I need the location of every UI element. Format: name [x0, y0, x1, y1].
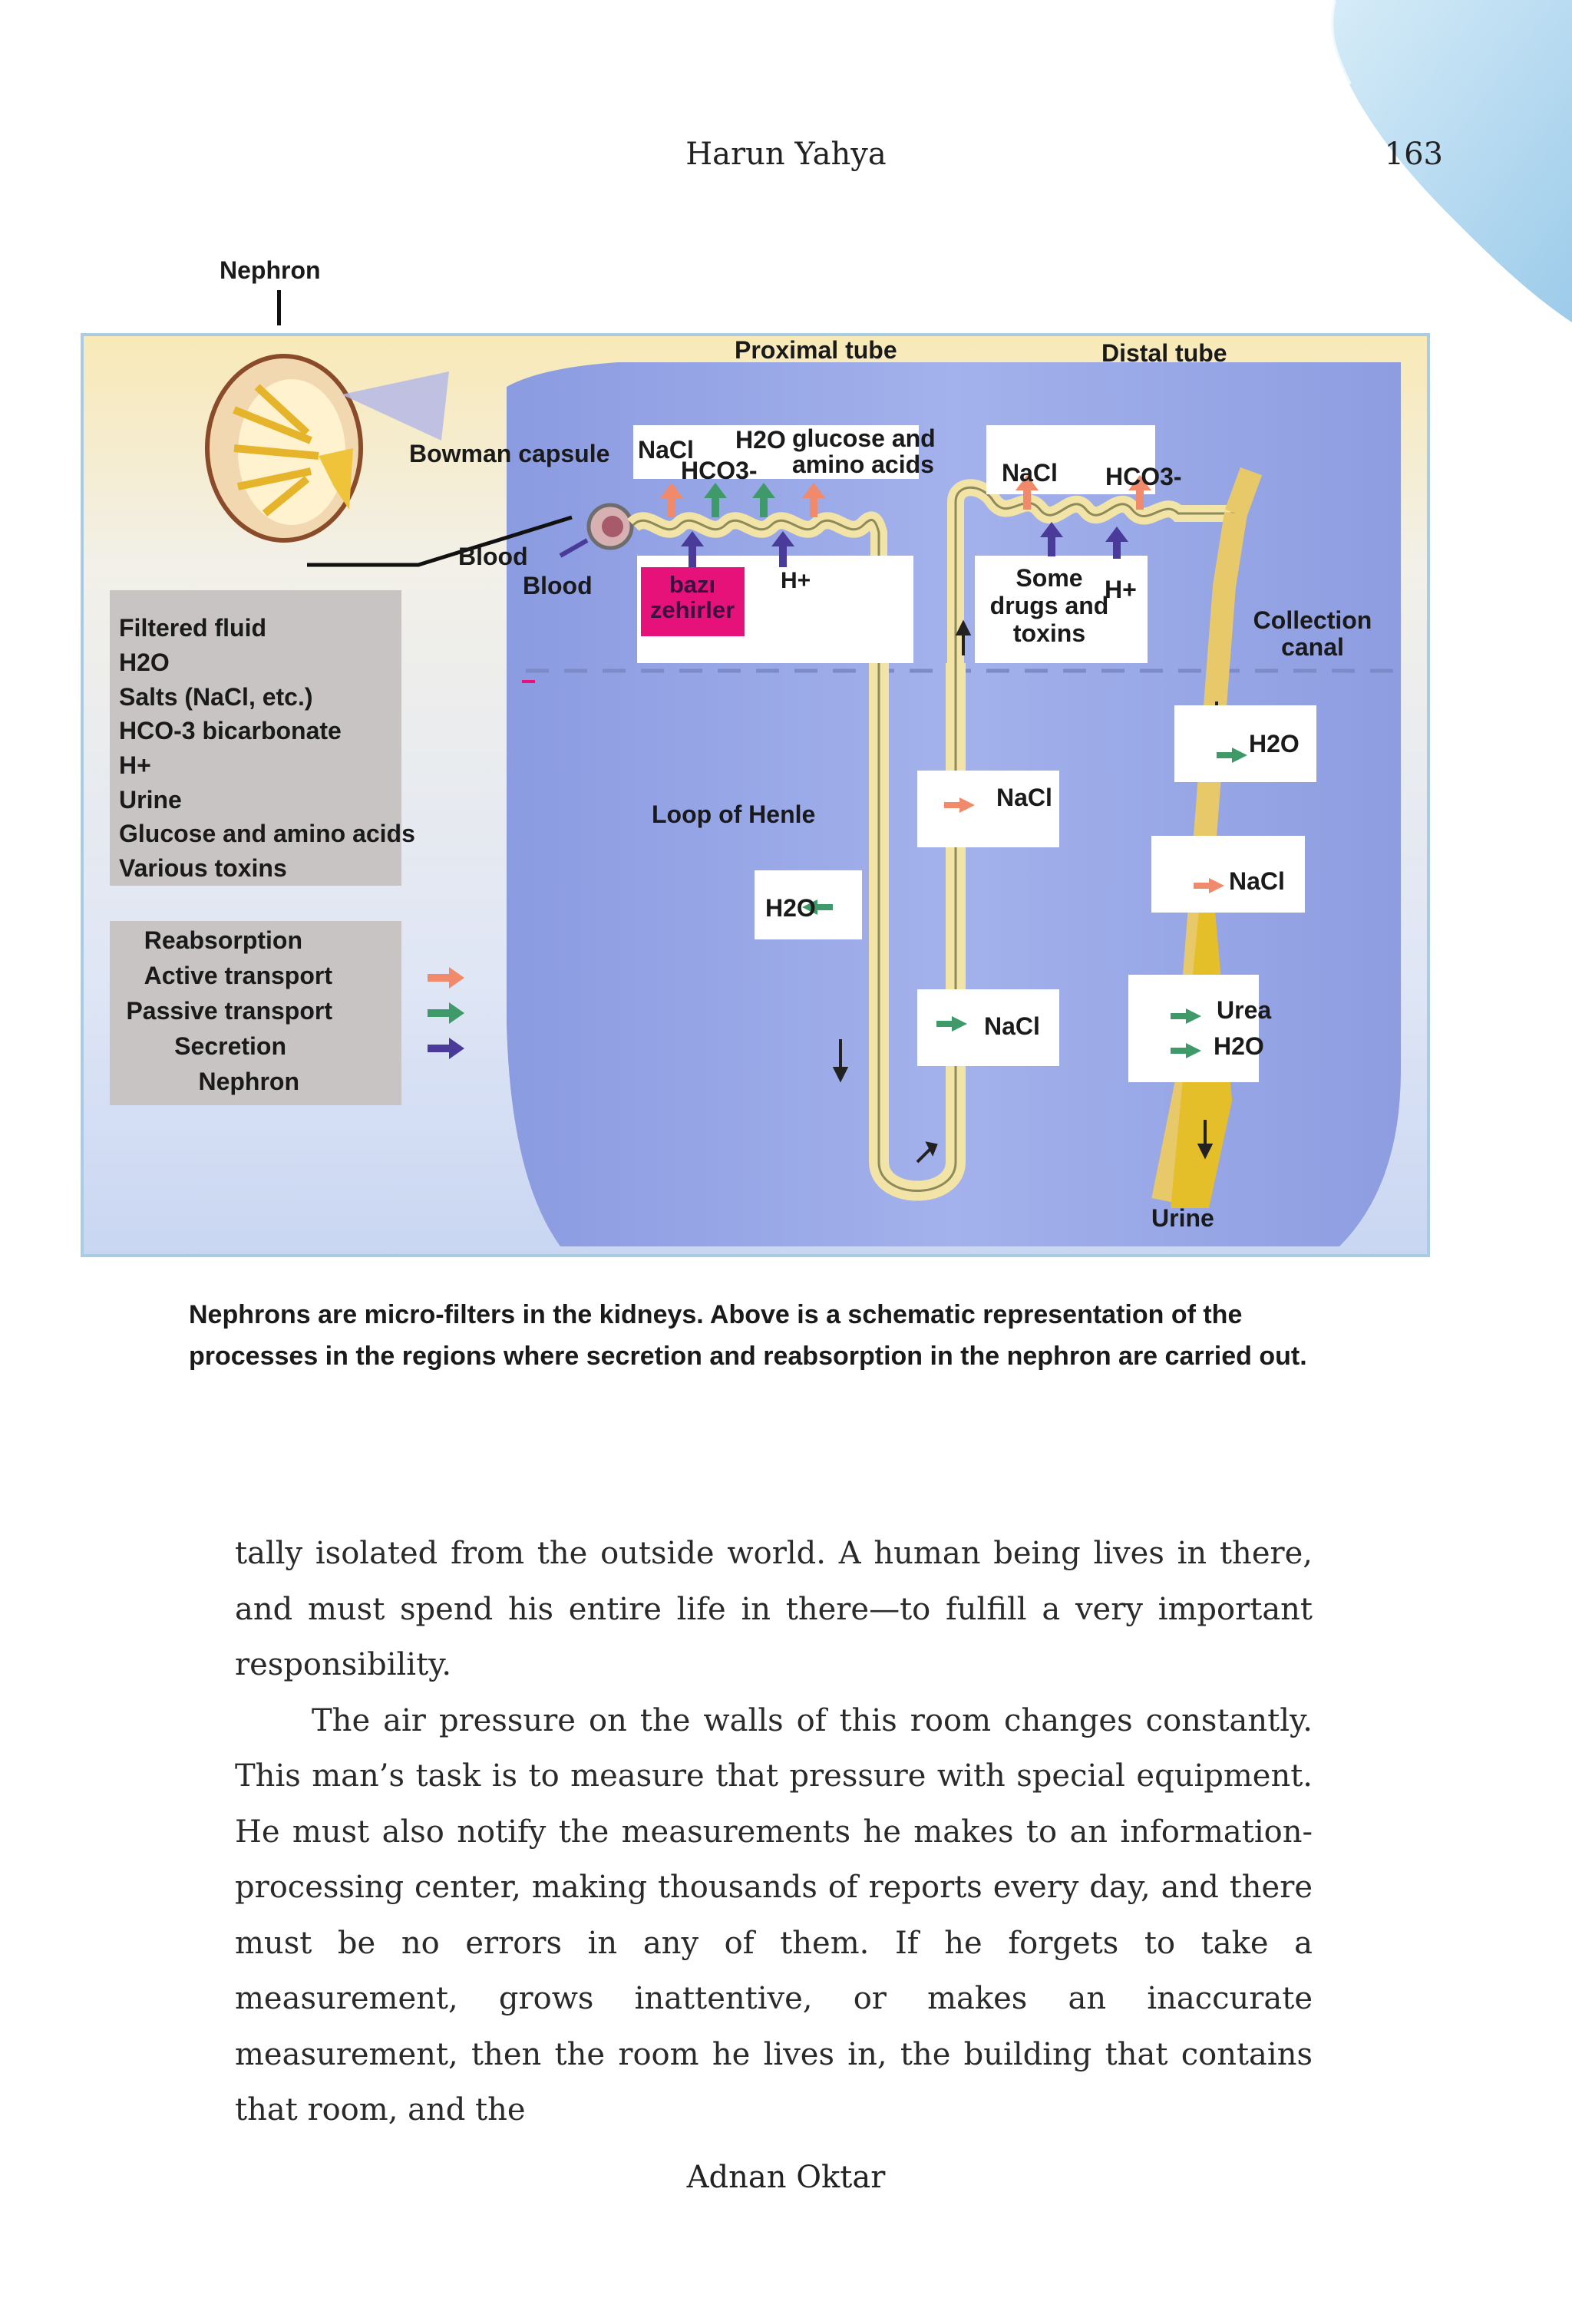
- legend-swatches: [428, 967, 464, 1059]
- legend-passive-transport: Passive transport: [126, 997, 332, 1025]
- proximal-arrows: [660, 483, 825, 567]
- distal-arrows: [1016, 475, 1151, 559]
- toxin-label-1: bazı: [669, 571, 715, 598]
- duct-urea-label: Urea: [1217, 996, 1271, 1024]
- duct-nacl-panel: [1151, 836, 1305, 913]
- distal-tube-label: Distal tube: [1101, 339, 1227, 367]
- proximal-hco3-label: HCO3-: [681, 457, 758, 484]
- bowman-capsule-shape: [559, 503, 634, 558]
- legend-fluid-item: Salts (NaCl, etc.): [119, 683, 313, 711]
- duct-h2o-label-2: H2O: [1214, 1032, 1264, 1060]
- legend-fluid-item: Filtered fluid: [119, 614, 266, 642]
- proximal-nacl-label: NaCl: [638, 436, 694, 464]
- distal-lower-panel: [975, 556, 1148, 663]
- corner-decoration: [1329, 0, 1572, 322]
- loop-nacl-label-2: NaCl: [984, 1012, 1040, 1040]
- legend-fluid-panel: [110, 590, 401, 886]
- legend-fluid-item: HCO-3 bicarbonate: [119, 717, 342, 744]
- distal-drugs-label-3: toxins: [1013, 619, 1085, 647]
- duct-urea-panel: [1128, 975, 1259, 1082]
- legend-reabsorption: Reabsorption: [144, 926, 302, 954]
- duct-nacl-label: NaCl: [1229, 867, 1285, 895]
- legend-nephron: Nephron: [198, 1068, 299, 1095]
- figure-caption: Nephrons are micro-filters in the kidney…: [189, 1300, 1307, 1371]
- distal-upper-panel: [986, 425, 1155, 494]
- bowman-pointer-line: [307, 515, 573, 567]
- running-footer-name: Adnan Oktar: [686, 2160, 886, 2195]
- proximal-h2o-label: H2O: [735, 426, 786, 454]
- duct-h2o-panel: [1174, 705, 1316, 782]
- legend-active-transport: Active transport: [144, 962, 333, 989]
- legend-fluid-item: H2O: [119, 649, 170, 676]
- blood-label-2: Blood: [523, 572, 593, 599]
- bowman-capsule-label: Bowman capsule: [409, 440, 609, 467]
- body-text: tally isolated from the outside world. A…: [235, 1526, 1313, 2138]
- distal-drugs-label-2: drugs and: [990, 592, 1109, 619]
- distal-drugs-label-1: Some: [1016, 564, 1082, 592]
- body-paragraph: tally isolated from the outside world. A…: [235, 1536, 1313, 1682]
- loop-h2o-label: H2O: [765, 894, 816, 922]
- proximal-h-plus-label: H+: [781, 568, 811, 593]
- proximal-glucose-label-2: amino acids: [792, 451, 934, 478]
- nephron-figure: Proximal tube Distal tube Bowman capsule…: [81, 333, 1430, 1257]
- distal-h-plus-label: H+: [1105, 576, 1137, 603]
- distal-hco3-label: HCO3-: [1105, 463, 1182, 490]
- loop-nacl-panel-1: [917, 771, 1059, 847]
- nephron-pointer: [277, 290, 281, 325]
- legend-fluid-item: H+: [119, 751, 151, 779]
- legend-secretion: Secretion: [174, 1032, 286, 1060]
- proximal-tube-label: Proximal tube: [735, 336, 897, 364]
- toxin-box: [641, 567, 745, 636]
- running-header-author: Harun Yahya: [685, 137, 887, 172]
- legend-fluid-item: Urine: [119, 786, 182, 814]
- blood-label-1: Blood: [458, 543, 528, 570]
- duct-h2o-label-1: H2O: [1249, 730, 1300, 758]
- proximal-glucose-label-1: glucose and: [792, 424, 936, 452]
- loop-of-henle-label: Loop of Henle: [652, 801, 815, 828]
- collection-canal-label-2: canal: [1281, 633, 1344, 661]
- kidney-illustration: [205, 354, 449, 543]
- legend-fluid-item: Glucose and amino acids: [119, 820, 415, 847]
- page-number: 163: [1384, 137, 1443, 172]
- side-arrows: [802, 748, 1247, 1058]
- body-paragraph: The air pressure on the walls of this ro…: [235, 1702, 1313, 2128]
- legend-fluid-item: Various toxins: [119, 854, 287, 882]
- loop-nacl-label-1: NaCl: [996, 784, 1052, 811]
- loop-nacl-panel-2: [917, 989, 1059, 1066]
- toxin-label-2: zehirler: [650, 596, 735, 623]
- urine-label: Urine: [1151, 1204, 1214, 1232]
- proximal-panel: [633, 425, 919, 479]
- collection-canal-label-1: Collection: [1253, 606, 1372, 634]
- distal-nacl-label: NaCl: [1002, 459, 1058, 487]
- nephron-label: Nephron: [220, 256, 321, 284]
- legend-transport-panel: [110, 921, 401, 1105]
